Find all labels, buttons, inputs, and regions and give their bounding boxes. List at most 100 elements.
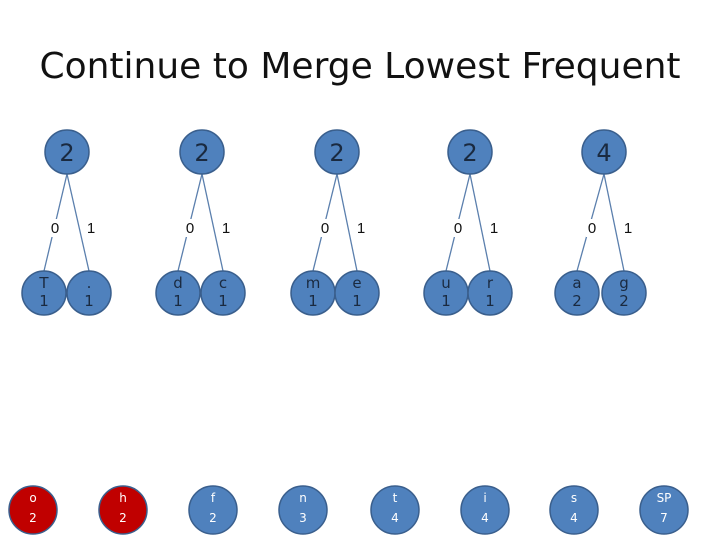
right-bit-backing bbox=[355, 219, 367, 237]
right-leaf-freq: 2 bbox=[619, 292, 629, 310]
queue-freq: 3 bbox=[299, 511, 307, 525]
left-bit-backing bbox=[49, 219, 61, 237]
queue-symbol: i bbox=[483, 491, 486, 505]
right-bit-backing bbox=[220, 219, 232, 237]
parent-node bbox=[447, 129, 493, 175]
right-edge bbox=[336, 173, 358, 272]
right-bit-backing bbox=[622, 219, 634, 237]
right-leaf-node bbox=[601, 270, 647, 316]
queue-node-7: s4 bbox=[549, 485, 599, 535]
left-leaf-freq: 2 bbox=[572, 292, 582, 310]
right-leaf-freq: 1 bbox=[485, 292, 495, 310]
left-bit-label: 0 bbox=[321, 220, 329, 237]
parent-node bbox=[44, 129, 90, 175]
queue-symbol: SP bbox=[657, 491, 672, 505]
parent-node bbox=[179, 129, 225, 175]
left-bit-backing bbox=[184, 219, 196, 237]
parent-weight: 2 bbox=[329, 139, 344, 167]
queue-node-6: i4 bbox=[460, 485, 510, 535]
right-leaf-node bbox=[200, 270, 246, 316]
left-leaf-node bbox=[155, 270, 201, 316]
queue-circle bbox=[98, 485, 148, 535]
queue-symbol: o bbox=[29, 491, 36, 505]
right-bit-label: 1 bbox=[222, 220, 230, 237]
parent-weight: 4 bbox=[596, 139, 611, 167]
queue-freq: 7 bbox=[660, 511, 668, 525]
right-bit-label: 1 bbox=[490, 220, 498, 237]
queue-freq: 2 bbox=[119, 511, 127, 525]
queue-symbol: s bbox=[571, 491, 577, 505]
right-bit-backing bbox=[488, 219, 500, 237]
queue-node-3: f2 bbox=[188, 485, 238, 535]
queue-node-2: h2 bbox=[98, 485, 148, 535]
right-bit-backing bbox=[85, 219, 97, 237]
right-leaf-symbol: . bbox=[87, 274, 92, 292]
right-leaf-symbol: e bbox=[352, 274, 361, 292]
left-bit-backing bbox=[452, 219, 464, 237]
right-bit-label: 1 bbox=[357, 220, 365, 237]
queue-symbol: f bbox=[211, 491, 216, 505]
left-bit-label: 0 bbox=[51, 220, 59, 237]
right-leaf-symbol: g bbox=[619, 274, 629, 292]
queue-circle bbox=[8, 485, 58, 535]
queue-node-5: t4 bbox=[370, 485, 420, 535]
right-leaf-symbol: r bbox=[487, 274, 494, 292]
left-leaf-freq: 1 bbox=[39, 292, 49, 310]
queue-circle bbox=[460, 485, 510, 535]
right-leaf-node bbox=[334, 270, 380, 316]
left-leaf-node bbox=[554, 270, 600, 316]
right-leaf-node bbox=[467, 270, 513, 316]
left-bit-backing bbox=[586, 219, 598, 237]
queue-freq: 4 bbox=[481, 511, 489, 525]
queue-freq: 4 bbox=[391, 511, 399, 525]
right-leaf-freq: 1 bbox=[352, 292, 362, 310]
right-edge bbox=[469, 173, 491, 272]
parent-weight: 2 bbox=[462, 139, 477, 167]
queue-freq: 2 bbox=[209, 511, 217, 525]
left-leaf-symbol: a bbox=[572, 274, 581, 292]
slide-title: Continue to Merge Lowest Frequent bbox=[39, 46, 681, 87]
left-leaf-symbol: d bbox=[173, 274, 183, 292]
left-leaf-freq: 1 bbox=[173, 292, 183, 310]
right-edge bbox=[603, 173, 625, 272]
queue-symbol: t bbox=[393, 491, 398, 505]
queue-circle bbox=[639, 485, 689, 535]
queue-circle bbox=[549, 485, 599, 535]
queue-circle bbox=[278, 485, 328, 535]
left-leaf-freq: 1 bbox=[441, 292, 451, 310]
parent-node bbox=[314, 129, 360, 175]
left-leaf-node bbox=[21, 270, 67, 316]
right-edge bbox=[201, 173, 224, 272]
parent-weight: 2 bbox=[194, 139, 209, 167]
right-leaf-symbol: c bbox=[219, 274, 227, 292]
queue-symbol: n bbox=[299, 491, 307, 505]
queue-node-8: SP 7 bbox=[639, 485, 689, 535]
left-bit-backing bbox=[319, 219, 331, 237]
right-bit-label: 1 bbox=[87, 220, 95, 237]
queue-symbol: h bbox=[119, 491, 127, 505]
left-leaf-symbol: T bbox=[38, 274, 49, 292]
right-bit-label: 1 bbox=[624, 220, 632, 237]
left-leaf-symbol: m bbox=[306, 274, 321, 292]
right-leaf-node bbox=[66, 270, 112, 316]
right-edge bbox=[66, 173, 90, 272]
right-leaf-freq: 1 bbox=[218, 292, 228, 310]
queue-node-1: o2 bbox=[8, 485, 58, 535]
parent-weight: 2 bbox=[59, 139, 74, 167]
queue-freq: 2 bbox=[29, 511, 37, 525]
parent-node bbox=[581, 129, 627, 175]
left-bit-label: 0 bbox=[186, 220, 194, 237]
left-leaf-symbol: u bbox=[441, 274, 451, 292]
queue-node-4: n3 bbox=[278, 485, 328, 535]
queue-circle bbox=[370, 485, 420, 535]
right-leaf-freq: 1 bbox=[84, 292, 94, 310]
queue-circle bbox=[188, 485, 238, 535]
